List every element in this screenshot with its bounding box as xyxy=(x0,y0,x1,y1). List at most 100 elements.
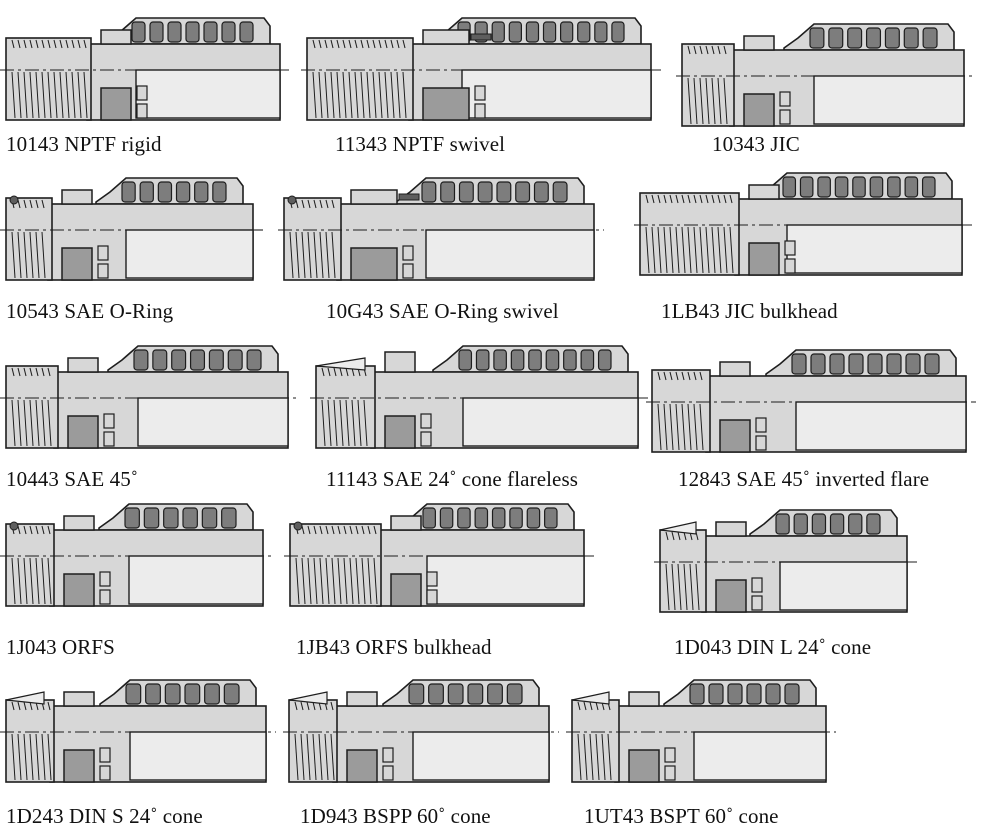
fitting-drawing xyxy=(646,342,976,462)
fitting-svg xyxy=(0,679,276,783)
crimp-ridge xyxy=(171,349,187,371)
crimp-ridge xyxy=(475,349,490,371)
thread-end xyxy=(315,365,376,449)
thread-line xyxy=(669,403,674,451)
thread-line xyxy=(325,231,330,279)
hex-flat xyxy=(346,749,378,783)
hex-face xyxy=(426,589,438,605)
thread-line xyxy=(23,525,27,535)
crimp-ridge xyxy=(496,181,512,203)
hex-top xyxy=(628,691,660,707)
hose-sleeve xyxy=(779,561,908,611)
thread-line xyxy=(330,39,334,49)
fitting-svg xyxy=(646,349,976,453)
thread-line xyxy=(675,371,679,381)
crimp-ridge xyxy=(552,181,568,203)
thread-line xyxy=(301,557,306,605)
thread-line xyxy=(657,226,662,274)
fitting-drawing xyxy=(566,672,836,792)
hex-face xyxy=(136,103,148,119)
thread-line xyxy=(378,71,383,119)
crimp-ridge xyxy=(509,507,523,529)
crimp-ridge xyxy=(886,353,902,375)
thread-line xyxy=(295,557,300,605)
thread-line xyxy=(11,231,16,279)
thread-line xyxy=(345,367,349,377)
thread-line xyxy=(41,71,46,119)
thread-line xyxy=(705,77,710,125)
crimp-ridge xyxy=(784,683,800,705)
thread-line xyxy=(577,733,582,781)
thread-line xyxy=(325,557,330,605)
thread-line xyxy=(17,199,21,209)
hex-face xyxy=(99,765,111,781)
thread-line xyxy=(324,39,328,49)
thread-line xyxy=(65,39,69,49)
thread-line xyxy=(289,231,294,279)
crimp-ridge xyxy=(545,349,560,371)
thread-line xyxy=(11,71,16,119)
thread-line xyxy=(693,371,697,381)
crimp-ridge xyxy=(782,176,797,198)
thread-line xyxy=(47,367,51,377)
thread-line xyxy=(723,45,727,55)
thread-line xyxy=(319,231,324,279)
crimp-ridge xyxy=(866,513,881,535)
crimp-ridge xyxy=(811,513,827,535)
crimp-ridge xyxy=(227,349,243,371)
seat-cone xyxy=(571,691,610,705)
swivel-ball xyxy=(398,193,420,201)
hex-top xyxy=(63,691,95,707)
thread-line xyxy=(665,563,670,611)
swivel-ball xyxy=(470,33,492,41)
thread-line xyxy=(47,733,52,781)
hex-face xyxy=(779,109,791,125)
crimp-ridge xyxy=(121,181,136,203)
hex-top xyxy=(350,189,398,205)
thread-line xyxy=(351,399,356,447)
thread-line xyxy=(35,71,40,119)
crimp-ridge xyxy=(440,181,456,203)
thread-line xyxy=(693,403,698,451)
hex-flat xyxy=(422,87,470,121)
thread-line xyxy=(59,71,64,119)
thread-line xyxy=(83,71,88,119)
hex-face xyxy=(426,571,438,587)
hex-flat xyxy=(384,415,416,449)
hex-flat xyxy=(61,247,93,281)
thread-line xyxy=(29,199,33,209)
crimp-ridge xyxy=(408,683,425,705)
thread-line xyxy=(330,701,334,711)
thread-line xyxy=(677,531,681,541)
thread-line xyxy=(325,199,329,209)
hose-sleeve xyxy=(129,731,267,781)
thread-line xyxy=(29,557,34,605)
seat-cone xyxy=(288,691,328,705)
thread-line xyxy=(41,733,46,781)
thread-line xyxy=(331,557,336,605)
thread-line xyxy=(342,39,346,49)
thread-line xyxy=(41,199,45,209)
thread-line xyxy=(313,525,317,535)
crimp-ridge xyxy=(212,181,227,203)
crimp-ridge xyxy=(865,27,882,49)
fitting-svg xyxy=(654,509,917,613)
hose-sleeve xyxy=(128,555,264,605)
thread-line xyxy=(17,231,22,279)
hose-sleeve xyxy=(137,397,289,447)
crimp-ridge xyxy=(201,507,218,529)
fitting-label: 1JB43 ORFS bulkhead xyxy=(296,635,492,659)
thread-line xyxy=(29,71,34,119)
crimp-ridge xyxy=(223,683,240,705)
crimp-ridge xyxy=(793,513,808,535)
fitting-svg xyxy=(301,17,661,121)
thread-line xyxy=(41,231,46,279)
crimp-ridge xyxy=(439,507,454,529)
thread-line xyxy=(312,71,317,119)
thread-line xyxy=(29,231,34,279)
thread-line xyxy=(402,39,406,49)
crimp-ridge xyxy=(544,507,558,529)
hose-sleeve xyxy=(135,69,281,119)
crimp-ridge xyxy=(467,683,484,705)
